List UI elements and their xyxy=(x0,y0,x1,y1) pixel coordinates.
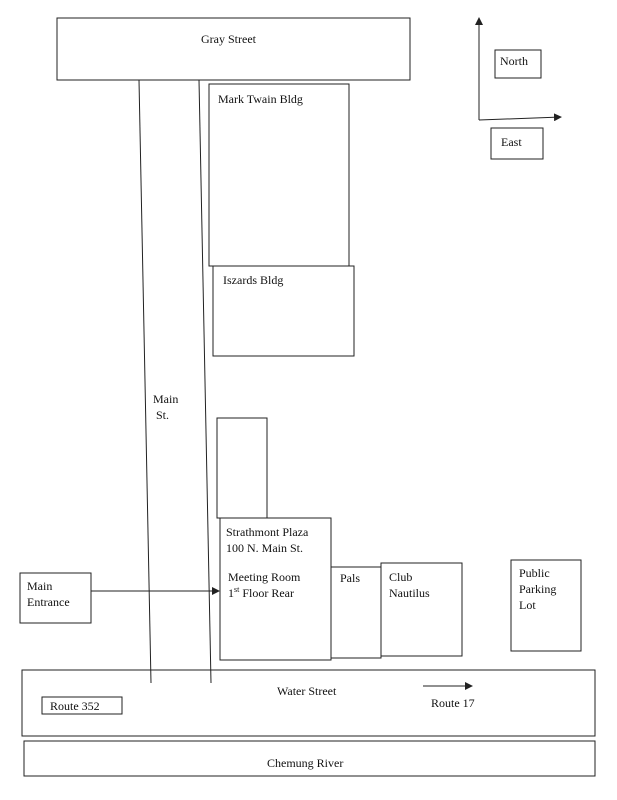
parking-label-line1: Public xyxy=(519,566,550,580)
east-label-box xyxy=(490,127,544,160)
floor-ordinal: st xyxy=(234,585,240,594)
strathmont-label-line2: 100 N. Main St. xyxy=(226,541,304,555)
main-entrance-label-line1: Main xyxy=(27,579,53,593)
parking-lot-outline xyxy=(510,559,582,652)
main-street-west-edge xyxy=(138,79,152,684)
gray-street-outline xyxy=(56,17,411,81)
pals-label: Pals xyxy=(340,571,361,585)
floor-number: 1 xyxy=(228,586,234,600)
meeting-room-label-line2: 1st Floor Rear xyxy=(228,585,294,601)
club-label-line1: Club xyxy=(389,570,413,584)
main-street-label-line1: Main xyxy=(153,392,179,406)
club-nautilus-outline xyxy=(380,562,463,657)
main-street-east-edge xyxy=(198,79,212,684)
water-street-outline xyxy=(21,669,596,737)
east-label: East xyxy=(501,135,522,149)
chemung-river-label: Chemung River xyxy=(267,756,344,770)
north-label: North xyxy=(500,54,528,68)
mark-twain-label: Mark Twain Bldg xyxy=(218,92,303,106)
route-17-label: Route 17 xyxy=(431,696,475,710)
main-street-label-line2: St. xyxy=(156,408,170,422)
water-street-label: Water Street xyxy=(277,684,337,698)
main-entrance-outline xyxy=(19,572,92,624)
chemung-river-outline xyxy=(23,740,596,777)
strathmont-label-line1: Strathmont Plaza xyxy=(226,525,309,539)
parking-label-line3: Lot xyxy=(519,598,536,612)
iszards-building-outline xyxy=(212,265,355,357)
iszards-label: Iszards Bldg xyxy=(223,273,284,287)
parking-label-line2: Parking xyxy=(519,582,557,596)
meeting-room-label-line1: Meeting Room xyxy=(228,570,301,584)
north-label-box xyxy=(494,49,542,79)
floor-rest: Floor Rear xyxy=(239,586,294,600)
route-352-outline xyxy=(41,696,123,715)
club-label-line2: Nautilus xyxy=(389,586,430,600)
gray-street-label: Gray Street xyxy=(201,32,256,46)
mark-twain-building-outline xyxy=(208,83,350,267)
annex-building-outline xyxy=(216,417,268,519)
compass-east-arrow xyxy=(478,113,562,122)
main-entrance-label-line2: Entrance xyxy=(27,595,70,609)
route-352-label: Route 352 xyxy=(50,699,100,713)
